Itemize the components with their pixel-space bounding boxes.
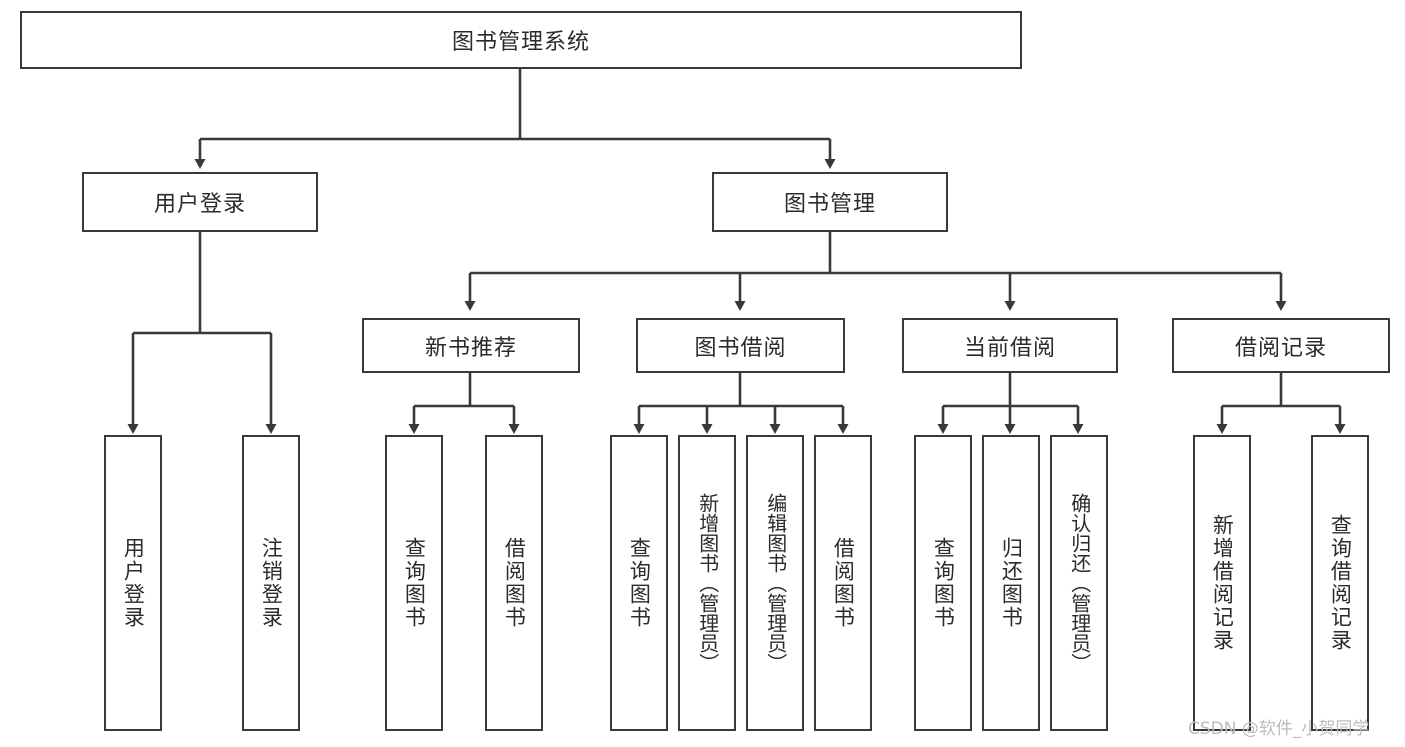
watermark: CSDN @软件_小贺同学 bbox=[1188, 719, 1370, 739]
node-label: 图书借阅 bbox=[694, 335, 787, 361]
node-label: 查询图书 bbox=[402, 537, 427, 629]
node-label: 新书推荐 bbox=[424, 335, 517, 361]
node-book-borrow[interactable]: 图书借阅 bbox=[636, 318, 845, 373]
leaf-borrow-book-recommend[interactable]: 借阅图书 bbox=[485, 435, 543, 731]
node-label: 借阅图书 bbox=[502, 537, 527, 629]
leaf-user-login[interactable]: 用户登录 bbox=[104, 435, 162, 731]
leaf-add-book-admin[interactable]: 新增图书（管理员） bbox=[678, 435, 736, 731]
leaf-logout[interactable]: 注销登录 bbox=[242, 435, 300, 731]
node-label: 查询借阅记录 bbox=[1328, 514, 1353, 652]
leaf-borrow-book[interactable]: 借阅图书 bbox=[814, 435, 872, 731]
node-label: 查询图书 bbox=[931, 537, 956, 629]
node-borrow-record[interactable]: 借阅记录 bbox=[1172, 318, 1390, 373]
node-new-book-recommend[interactable]: 新书推荐 bbox=[362, 318, 580, 373]
node-label: 用户登录 bbox=[121, 537, 146, 629]
node-current-borrow[interactable]: 当前借阅 bbox=[902, 318, 1118, 373]
node-label: 当前借阅 bbox=[963, 335, 1056, 361]
node-label: 查询图书 bbox=[627, 537, 652, 629]
node-label: 编辑图书（管理员） bbox=[763, 493, 788, 673]
node-label: 新增图书（管理员） bbox=[695, 493, 720, 673]
node-book-management[interactable]: 图书管理 bbox=[712, 172, 948, 232]
leaf-query-book-borrow[interactable]: 查询图书 bbox=[610, 435, 668, 731]
node-label: 确认归还（管理员） bbox=[1067, 493, 1092, 673]
node-label: 注销登录 bbox=[259, 537, 284, 629]
node-label: 借阅图书 bbox=[831, 537, 856, 629]
leaf-query-book-current[interactable]: 查询图书 bbox=[914, 435, 972, 731]
node-label: 新增借阅记录 bbox=[1210, 514, 1235, 652]
node-root-book-management-system[interactable]: 图书管理系统 bbox=[20, 11, 1022, 69]
leaf-query-book-recommend[interactable]: 查询图书 bbox=[385, 435, 443, 731]
leaf-query-borrow-record[interactable]: 查询借阅记录 bbox=[1311, 435, 1369, 731]
node-label: 归还图书 bbox=[999, 537, 1024, 629]
node-label: 用户登录 bbox=[153, 192, 246, 217]
node-user-login[interactable]: 用户登录 bbox=[82, 172, 318, 232]
node-label: 图书管理 bbox=[783, 192, 876, 217]
node-label: 借阅记录 bbox=[1234, 335, 1327, 361]
leaf-edit-book-admin[interactable]: 编辑图书（管理员） bbox=[746, 435, 804, 731]
leaf-return-book[interactable]: 归还图书 bbox=[982, 435, 1040, 731]
node-label: 图书管理系统 bbox=[451, 30, 590, 55]
leaf-add-borrow-record[interactable]: 新增借阅记录 bbox=[1193, 435, 1251, 731]
leaf-confirm-return-admin[interactable]: 确认归还（管理员） bbox=[1050, 435, 1108, 731]
